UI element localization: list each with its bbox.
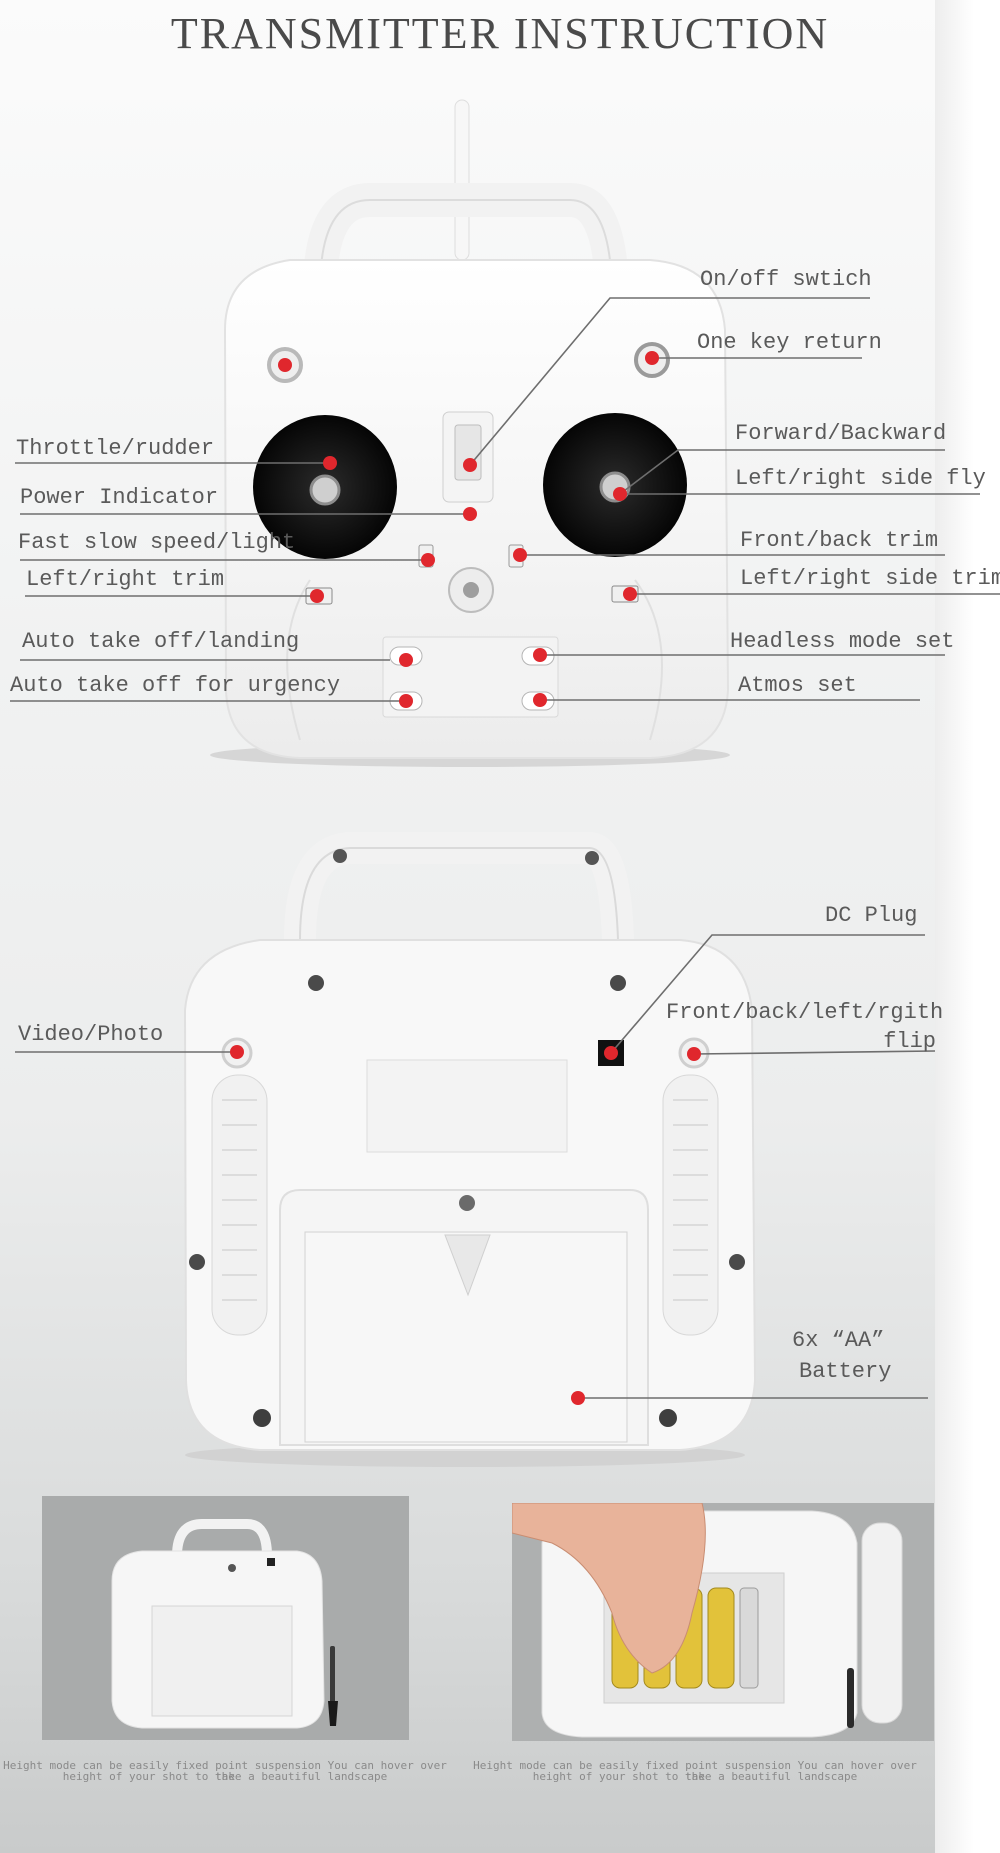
label-recess xyxy=(366,1059,568,1153)
photo-transmitter-back xyxy=(42,1496,409,1740)
label-headless-mode: Headless mode set xyxy=(730,629,955,654)
handle-screw-right xyxy=(585,851,599,865)
label-battery-line1: 6x “AA” xyxy=(792,1328,885,1353)
label-front-back-trim: Front/back trim xyxy=(740,528,939,553)
right-grip-curve xyxy=(634,579,663,741)
back-handle xyxy=(284,832,634,956)
label-atmos-set: Atmos set xyxy=(738,673,857,698)
center-knob-cap xyxy=(463,582,479,598)
label-dc-plug: DC Plug xyxy=(825,903,918,928)
label-left-right-trim: Left/right trim xyxy=(26,567,225,592)
back-handle-edge xyxy=(299,847,619,941)
front-handle-edge xyxy=(319,199,613,291)
handle-screw-left xyxy=(333,849,347,863)
caption-left-line2: height of your shot to take a beautiful … xyxy=(62,1770,388,1783)
grip-ribs xyxy=(222,1099,708,1301)
label-forward-backward: Forward/Backward xyxy=(735,421,947,446)
label-flip-line1: Front/back/left/rgith xyxy=(666,1000,944,1025)
page-title: TRANSMITTER INSTRUCTION xyxy=(170,9,830,58)
right-grip xyxy=(662,1074,719,1336)
left-grip-curve xyxy=(286,579,311,741)
caption-right-line1: Height mode can be easily fixed point su… xyxy=(473,1759,917,1783)
screw xyxy=(729,1254,745,1270)
label-left-right-side-fly: Left/right side fly xyxy=(735,466,986,491)
label-flip-line2: flip xyxy=(883,1029,936,1054)
front-markers xyxy=(278,351,659,708)
transmitter-back-illustration xyxy=(15,832,936,1467)
left-grip xyxy=(211,1074,268,1336)
battery-cover-latch xyxy=(444,1234,491,1297)
label-left-right-side-trim: Left/right side trim xyxy=(740,566,1000,591)
photo-transmitter-back-art xyxy=(42,1496,409,1740)
page-right-margin xyxy=(935,0,1000,1853)
label-video-photo: Video/Photo xyxy=(18,1022,164,1047)
label-battery-line2: Battery xyxy=(799,1359,892,1384)
front-body xyxy=(223,259,730,759)
bottom-button-panel xyxy=(382,636,559,718)
back-leader-lines xyxy=(15,934,936,1399)
label-speed-light: Fast slow speed/light xyxy=(18,530,296,555)
caption-right-line2: height of your shot to take a beautiful … xyxy=(532,1770,858,1783)
label-throttle-rudder: Throttle/rudder xyxy=(16,436,215,461)
screw xyxy=(659,1409,677,1427)
label-power-indicator: Power Indicator xyxy=(20,485,219,510)
transmitter-front-illustration xyxy=(10,99,1000,767)
screw xyxy=(253,1409,271,1427)
label-auto-takeoff-landing: Auto take off/landing xyxy=(22,629,300,654)
photo-battery-install-art xyxy=(512,1503,934,1741)
photo-battery-install xyxy=(512,1503,934,1741)
label-one-key-return: One key return xyxy=(697,330,882,355)
label-auto-takeoff-urgency: Auto take off for urgency xyxy=(10,673,341,698)
caption-left-line1: Height mode can be easily fixed point su… xyxy=(3,1759,447,1783)
left-stick xyxy=(309,474,341,506)
screw xyxy=(189,1254,205,1270)
front-leader-lines xyxy=(10,297,1000,702)
screw xyxy=(308,975,324,991)
battery-cover-screw xyxy=(459,1195,475,1211)
back-markers xyxy=(230,1045,701,1405)
label-on-off-switch: On/off swtich xyxy=(700,267,872,292)
screw xyxy=(610,975,626,991)
